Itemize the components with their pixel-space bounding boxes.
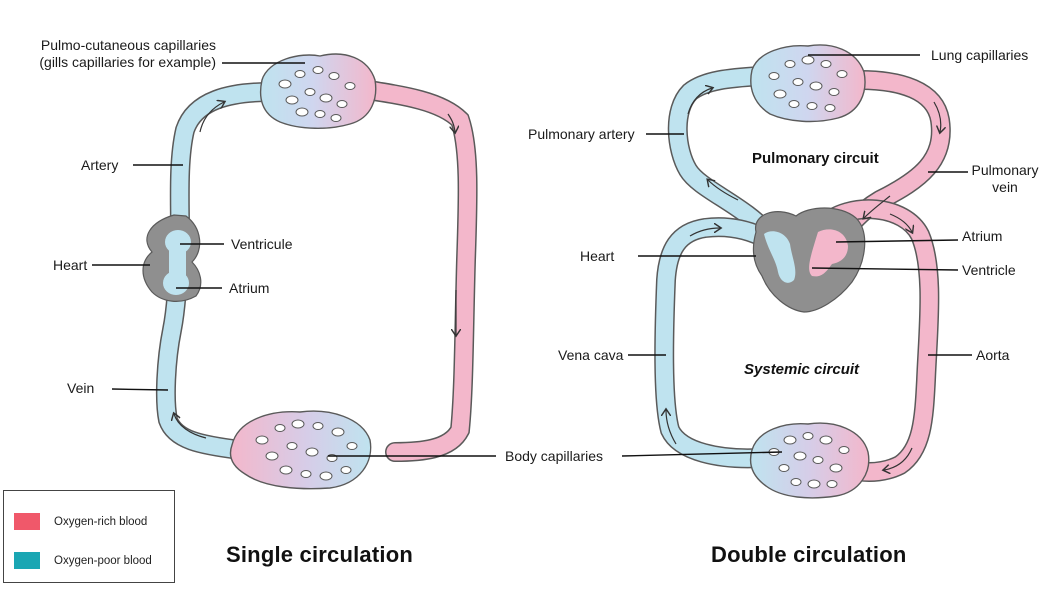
vena-cava-label: Vena cava (558, 347, 624, 363)
single-heart-label: Heart (53, 257, 88, 273)
double-flow-arrow-lung-out (933, 101, 941, 132)
single-flow-arrow-right-top (447, 113, 455, 132)
single-ventricule-label: Ventricule (231, 236, 293, 252)
legend-label-oxygen-rich: Oxygen-rich blood (54, 515, 148, 528)
single-right-vessel (345, 78, 478, 462)
double-heart-label: Heart (580, 248, 615, 264)
legend-item-oxygen-poor: Oxygen-poor blood (14, 552, 152, 569)
pulmonary-vein-label: Pulmonary vein (970, 162, 1040, 196)
single-circulation (92, 53, 478, 490)
double-flow-arrow-venacava-bottom (666, 410, 677, 445)
double-circulation (628, 44, 972, 499)
double-flow-arrow-aorta-top (889, 213, 912, 232)
single-flow-arrow-bottom (174, 414, 207, 439)
single-capillaries-label: Pulmo-cutaneous capillaries (gills capil… (14, 37, 216, 71)
pulmonary-artery-label: Pulmonary artery (528, 126, 635, 142)
double-flow-arrow-pulm-artery (708, 180, 739, 201)
double-ventricle-label: Ventricle (962, 262, 1016, 278)
oxygen-poor-swatch (14, 552, 40, 569)
legend: Oxygen-rich blood Oxygen-poor blood (3, 490, 175, 583)
pulmonary-vein-label-line2: vein (992, 179, 1018, 195)
single-circulation-title: Single circulation (226, 542, 413, 567)
oxygen-rich-swatch (14, 513, 40, 530)
single-capillaries-label-line2: (gills capillaries for example) (39, 54, 216, 70)
aorta-label: Aorta (976, 347, 1010, 363)
legend-label-oxygen-poor: Oxygen-poor blood (54, 554, 152, 567)
double-flow-arrow-pulm-vein (864, 195, 891, 218)
single-vein-label: Vein (67, 380, 95, 396)
vena-cava-vessel (654, 217, 778, 469)
single-atrium-label: Atrium (229, 280, 270, 296)
lung-capillaries (750, 44, 866, 123)
body-capillaries-leader-right (621, 451, 783, 457)
lung-capillaries-label: Lung capillaries (931, 47, 1029, 63)
pulmonary-circuit-label: Pulmonary circuit (752, 150, 879, 167)
double-body-capillaries (749, 422, 870, 499)
double-heart (752, 207, 866, 313)
double-flow-arrow-venacava-top (689, 228, 720, 237)
double-circulation-title: Double circulation (711, 542, 907, 567)
single-flow-arrow-top (199, 102, 224, 133)
legend-item-oxygen-rich: Oxygen-rich blood (14, 513, 147, 530)
systemic-circuit-label: Systemic circuit (744, 361, 860, 378)
single-capillaries-label-line1: Pulmo-cutaneous capillaries (40, 37, 216, 53)
double-flow-arrow-aorta-bottom (884, 447, 913, 470)
double-atrium-label: Atrium (962, 228, 1003, 244)
pulmonary-vein-label-line1: Pulmonary (971, 162, 1039, 178)
single-artery-label: Artery (81, 157, 119, 173)
single-top-capillaries (259, 53, 377, 129)
double-flow-arrow-lung-in (687, 88, 712, 115)
body-capillaries-label: Body capillaries (505, 448, 604, 464)
